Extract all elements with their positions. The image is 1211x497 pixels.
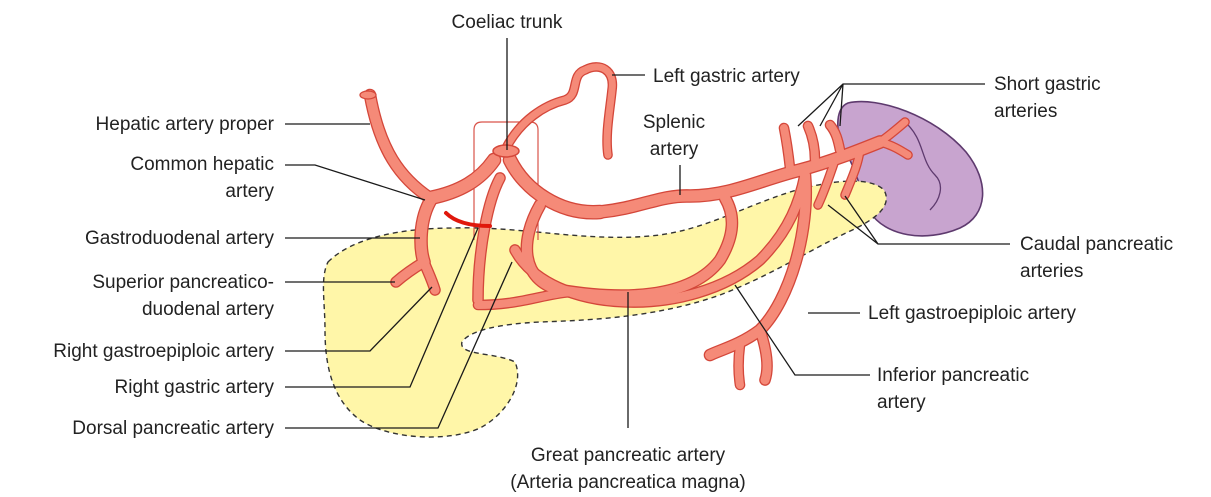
hepatic-artery-proper-outline — [370, 95, 430, 198]
label-splenic-artery-line2: artery — [650, 139, 699, 160]
label-great-pancreatic-line2: (Arteria pancreatica magna) — [510, 472, 746, 493]
label-great-pancreatic-line1: Great pancreatic artery — [531, 445, 726, 466]
label-common-hepatic-line2: artery — [225, 181, 274, 202]
left-gastric-artery — [505, 67, 612, 155]
label-dorsal-pancreatic-artery: Dorsal pancreatic artery — [72, 418, 274, 439]
label-inferior-pancreatic-line2: artery — [877, 392, 926, 413]
label-left-gastroepiploic-artery: Left gastroepiploic artery — [868, 303, 1077, 324]
common-hepatic-artery — [430, 160, 494, 198]
label-short-gastric-line2: arteries — [994, 101, 1057, 122]
label-superior-pancreaticoduodenal-line1: Superior pancreatico- — [92, 272, 274, 293]
label-common-hepatic-line1: Common hepatic — [130, 154, 274, 175]
label-coeliac-trunk: Coeliac trunk — [452, 12, 563, 33]
coeliac-trunk-cut-end — [493, 145, 519, 157]
label-caudal-pancreatic-line2: arteries — [1020, 261, 1083, 282]
left-gastric-artery-outline — [505, 67, 612, 155]
label-caudal-pancreatic-line1: Caudal pancreatic — [1020, 234, 1173, 255]
label-splenic-artery-line1: Splenic — [643, 112, 705, 133]
label-gastroduodenal-artery: Gastroduodenal artery — [85, 228, 275, 249]
label-right-gastric-artery: Right gastric artery — [115, 377, 275, 398]
label-hepatic-artery-proper: Hepatic artery proper — [96, 114, 275, 135]
left-gastroepiploic-branch-2 — [739, 345, 741, 385]
coeliac-to-splenic — [510, 160, 600, 212]
label-short-gastric-line1: Short gastric — [994, 74, 1101, 95]
label-left-gastric-artery: Left gastric artery — [653, 66, 800, 87]
label-inferior-pancreatic-line1: Inferior pancreatic — [877, 365, 1029, 386]
label-superior-pancreaticoduodenal-line2: duodenal artery — [142, 299, 275, 320]
hepatic-proper-cut-end — [360, 91, 376, 99]
label-right-gastroepiploic-artery: Right gastroepiploic artery — [53, 341, 274, 362]
